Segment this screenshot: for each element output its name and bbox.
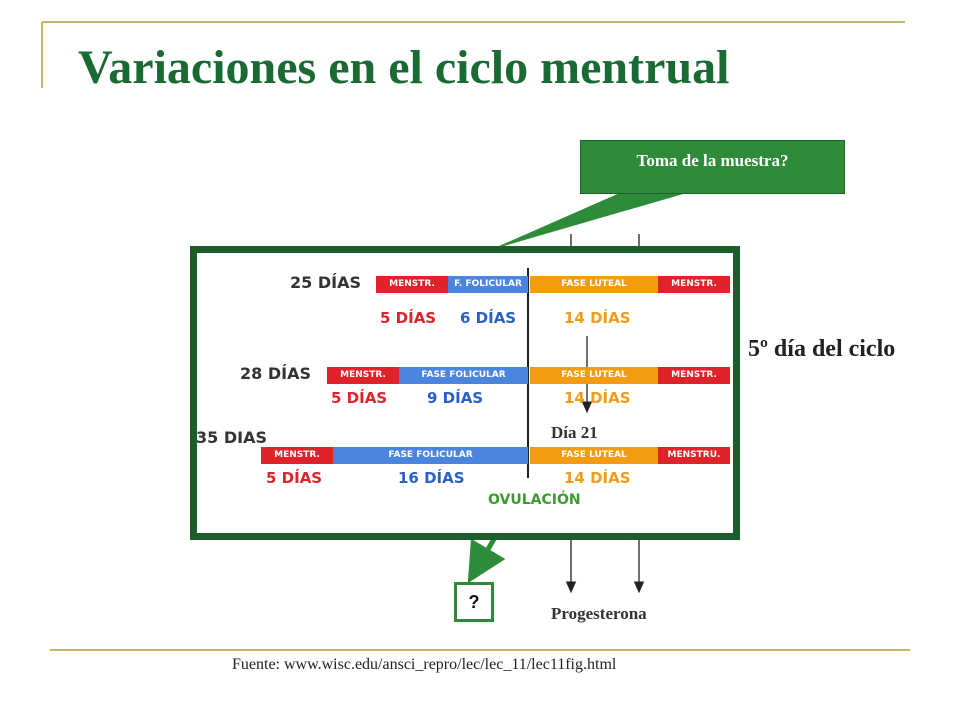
cycle-25-dur-luteal: 14 DÍAS — [564, 309, 631, 327]
progesterone-label: Progesterona — [551, 604, 647, 623]
cycle-28-luteal: FASE LUTEAL — [530, 367, 658, 384]
day5-label: 5º día del ciclo — [748, 336, 896, 362]
cycle-35-label: 35 DIAS — [196, 428, 267, 447]
question-box: ? — [454, 582, 494, 622]
question-mark: ? — [468, 592, 480, 612]
cycle-28-dur-follicular: 9 DÍAS — [427, 389, 484, 407]
callout-text: Toma de la muestra? — [636, 151, 789, 170]
cycle-25-dur-menstr: 5 DÍAS — [380, 309, 437, 327]
source-citation: Fuente: www.wisc.edu/ansci_repro/lec/lec… — [232, 656, 617, 673]
cycle-35-menstr-2: MENSTRU. — [658, 447, 730, 464]
ovulation-label: OVULACIÓN — [488, 492, 581, 508]
callout-pointer — [490, 192, 690, 250]
cycle-35-menstr: MENSTR. — [261, 447, 333, 464]
cycle-35-luteal: FASE LUTEAL — [530, 447, 658, 464]
cycle-25-follicular: F. FOLICULAR — [448, 276, 528, 293]
cycle-35-dur-follicular: 16 DÍAS — [398, 469, 465, 487]
page-title: Variaciones en el ciclo mentrual — [78, 41, 730, 94]
cycle-28-dur-luteal: 14 DÍAS — [564, 389, 631, 407]
cycle-35-dur-luteal: 14 DÍAS — [564, 469, 631, 487]
cycle-25-menstr: MENSTR. — [376, 276, 448, 293]
cycle-35-dur-menstr: 5 DÍAS — [266, 469, 323, 487]
cycle-28-menstr: MENSTR. — [327, 367, 399, 384]
day21-label: Día 21 — [551, 423, 598, 442]
cycle-28-dur-menstr: 5 DÍAS — [331, 389, 388, 407]
cycle-25-label: 25 DÍAS — [290, 273, 361, 292]
cycle-28-label: 28 DÍAS — [240, 364, 311, 383]
cycle-28-menstr-2: MENSTR. — [658, 367, 730, 384]
cycle-figure-frame — [190, 246, 740, 540]
cycle-28-follicular: FASE FOLICULAR — [399, 367, 528, 384]
cycle-25-luteal: FASE LUTEAL — [530, 276, 658, 293]
cycle-35-follicular: FASE FOLICULAR — [333, 447, 528, 464]
callout-box: Toma de la muestra? — [580, 140, 845, 194]
cycle-25-dur-follicular: 6 DÍAS — [460, 309, 517, 327]
cycle-25-menstr-2: MENSTR. — [658, 276, 730, 293]
